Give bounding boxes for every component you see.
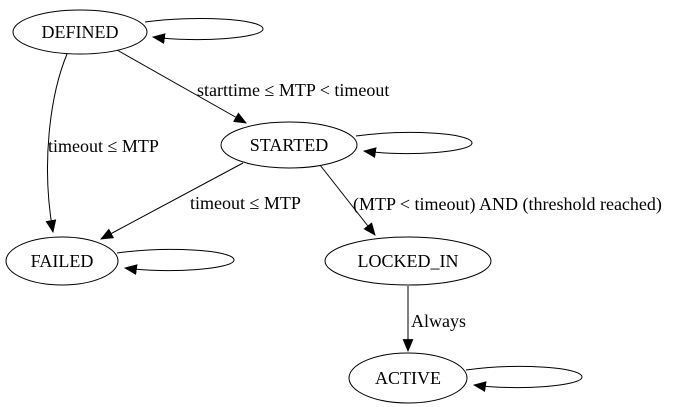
edge-started-locked-in: (MTP < timeout) AND (threshold reached) bbox=[319, 164, 662, 236]
node-locked-in-label: LOCKED_IN bbox=[358, 251, 459, 271]
edge-started-locked-in-line bbox=[319, 164, 376, 236]
edge-defined-started: starttime ≤ MTP < timeout bbox=[116, 49, 389, 124]
edge-defined-started-line bbox=[116, 49, 247, 124]
self-loop-started bbox=[355, 131, 473, 158]
node-failed: FAILED bbox=[5, 236, 119, 286]
node-started-label: STARTED bbox=[250, 135, 328, 155]
edge-defined-started-label: starttime ≤ MTP < timeout bbox=[197, 80, 389, 100]
node-active-label: ACTIVE bbox=[375, 368, 441, 388]
self-loop-failed bbox=[116, 248, 235, 275]
node-locked-in: LOCKED_IN bbox=[324, 236, 492, 286]
node-active: ACTIVE bbox=[348, 352, 468, 404]
edge-locked-in-active-label: Always bbox=[411, 311, 466, 331]
node-started: STARTED bbox=[220, 121, 358, 169]
node-defined: DEFINED bbox=[12, 9, 148, 55]
edge-defined-failed-line bbox=[45, 53, 68, 234]
edge-locked-in-active: Always bbox=[402, 286, 466, 353]
edge-defined-failed: timeout ≤ MTP bbox=[45, 53, 159, 234]
edge-started-locked-in-label: (MTP < timeout) AND (threshold reached) bbox=[353, 194, 662, 215]
edge-started-failed: timeout ≤ MTP bbox=[100, 162, 301, 240]
node-defined-shape bbox=[12, 9, 148, 55]
edge-started-failed-label: timeout ≤ MTP bbox=[190, 193, 301, 213]
self-loop-active bbox=[465, 365, 583, 392]
node-locked-in-shape bbox=[324, 236, 492, 286]
node-active-shape bbox=[348, 352, 468, 404]
node-failed-label: FAILED bbox=[31, 251, 94, 271]
edge-defined-failed-label: timeout ≤ MTP bbox=[48, 136, 159, 156]
self-loop-defined bbox=[144, 17, 264, 44]
node-defined-label: DEFINED bbox=[42, 22, 119, 42]
node-failed-shape bbox=[5, 236, 119, 286]
edge-started-failed-line bbox=[100, 162, 244, 240]
node-started-shape bbox=[220, 121, 358, 169]
